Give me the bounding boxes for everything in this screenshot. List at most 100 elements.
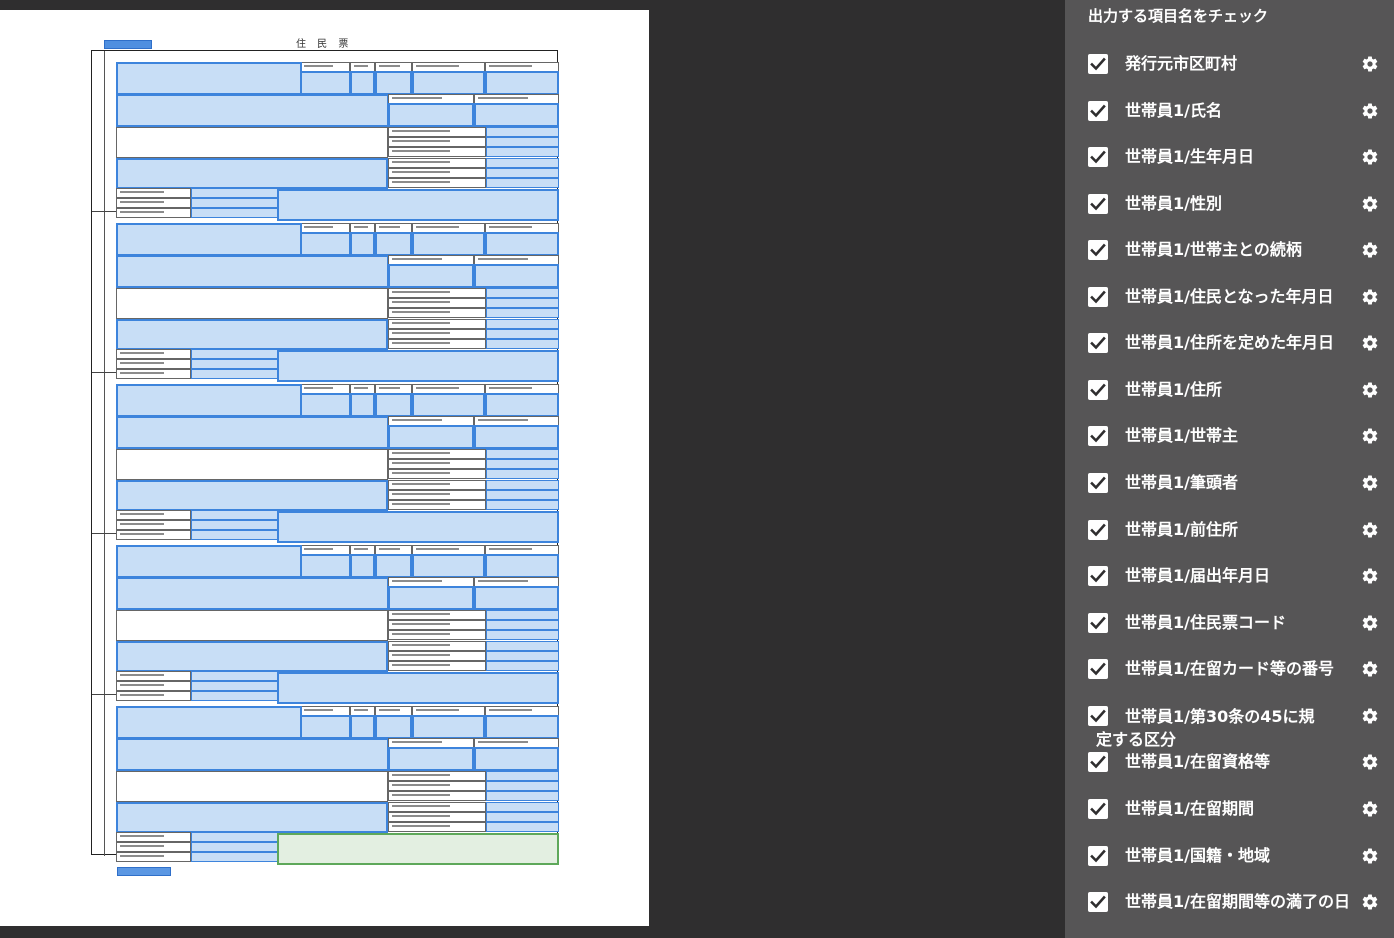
field-item[interactable]: 世帯員1/住民票コード (1065, 613, 1394, 653)
family-head-field[interactable] (474, 425, 559, 449)
small-field[interactable] (486, 137, 559, 147)
address-field[interactable] (116, 416, 389, 449)
field-checkbox[interactable] (1088, 101, 1108, 121)
gender-field[interactable] (350, 715, 375, 739)
field-item[interactable]: 世帯員1/生年月日 (1065, 147, 1394, 187)
field-checkbox[interactable] (1088, 752, 1108, 772)
field-checkbox[interactable] (1088, 799, 1108, 819)
field-checkbox[interactable] (1088, 426, 1108, 446)
prev-address-field[interactable] (116, 158, 388, 189)
gear-icon[interactable] (1361, 614, 1379, 632)
small-field[interactable] (486, 319, 559, 329)
remarks-field[interactable] (277, 350, 559, 382)
family-head-field[interactable] (474, 747, 559, 771)
gender-field[interactable] (350, 232, 375, 256)
field-checkbox[interactable] (1088, 659, 1108, 679)
prev-address-field[interactable] (116, 480, 388, 511)
gear-icon[interactable] (1361, 55, 1379, 73)
field-checkbox[interactable] (1088, 333, 1108, 353)
remarks-field[interactable] (277, 511, 559, 543)
field-item[interactable]: 世帯員1/在留資格等 (1065, 752, 1394, 792)
field-checkbox[interactable] (1088, 892, 1108, 912)
small-field[interactable] (486, 610, 559, 620)
gear-icon[interactable] (1361, 195, 1379, 213)
footer-field-tag[interactable] (117, 867, 171, 876)
gear-icon[interactable] (1361, 753, 1379, 771)
small-field[interactable] (486, 469, 559, 479)
relation-field[interactable] (375, 715, 412, 739)
small-field[interactable] (486, 500, 559, 510)
small-field[interactable] (486, 459, 559, 469)
small-field[interactable] (191, 359, 278, 369)
relation-field[interactable] (375, 71, 412, 95)
resident-date-field[interactable] (412, 554, 485, 578)
resident-date-field[interactable] (412, 393, 485, 417)
name-field[interactable] (116, 62, 302, 95)
field-item[interactable]: 世帯員1/在留期間等の満了の日 (1065, 892, 1394, 932)
relation-field[interactable] (375, 232, 412, 256)
small-field[interactable] (486, 480, 559, 490)
small-field[interactable] (486, 298, 559, 308)
gender-field[interactable] (350, 554, 375, 578)
birthdate-field[interactable] (300, 554, 351, 578)
field-item[interactable]: 世帯員1/住民となった年月日 (1065, 287, 1394, 327)
address-date-field[interactable] (485, 715, 559, 739)
field-item[interactable]: 世帯員1/性別 (1065, 194, 1394, 234)
small-field[interactable] (486, 339, 559, 349)
field-item[interactable]: 世帯員1/在留期間 (1065, 799, 1394, 839)
small-field[interactable] (486, 661, 559, 671)
small-field[interactable] (191, 198, 278, 208)
field-checkbox[interactable] (1088, 846, 1108, 866)
field-checkbox[interactable] (1088, 380, 1108, 400)
small-field[interactable] (486, 802, 559, 812)
small-field[interactable] (191, 832, 278, 842)
header-field-tag[interactable] (104, 40, 152, 49)
address-date-field[interactable] (485, 554, 559, 578)
field-item[interactable]: 世帯員1/在留カード等の番号 (1065, 659, 1394, 699)
field-item[interactable]: 世帯員1/氏名 (1065, 101, 1394, 141)
address-field[interactable] (116, 738, 389, 771)
gear-icon[interactable] (1361, 148, 1379, 166)
prev-address-field[interactable] (116, 641, 388, 672)
small-field[interactable] (191, 349, 278, 359)
field-checkbox[interactable] (1088, 240, 1108, 260)
field-checkbox[interactable] (1088, 613, 1108, 633)
small-field[interactable] (191, 671, 278, 681)
name-field[interactable] (116, 545, 302, 578)
small-field[interactable] (486, 329, 559, 339)
gear-icon[interactable] (1361, 334, 1379, 352)
remarks-field[interactable] (277, 833, 559, 865)
gear-icon[interactable] (1361, 102, 1379, 120)
small-field[interactable] (191, 520, 278, 530)
small-field[interactable] (486, 127, 559, 137)
field-item[interactable]: 世帯員1/第30条の45に規定する区分 (1065, 706, 1394, 749)
address-date-field[interactable] (485, 393, 559, 417)
small-field[interactable] (486, 651, 559, 661)
remarks-field[interactable] (277, 189, 559, 221)
birthdate-field[interactable] (300, 71, 351, 95)
field-item[interactable]: 世帯員1/国籍・地域 (1065, 846, 1394, 886)
name-field[interactable] (116, 384, 302, 417)
gear-icon[interactable] (1361, 427, 1379, 445)
small-field[interactable] (486, 449, 559, 459)
field-item[interactable]: 世帯員1/住所 (1065, 380, 1394, 420)
small-field[interactable] (486, 158, 559, 168)
gear-icon[interactable] (1361, 288, 1379, 306)
family-head-field[interactable] (474, 264, 559, 288)
relation-field[interactable] (375, 393, 412, 417)
birthdate-field[interactable] (300, 715, 351, 739)
resident-date-field[interactable] (412, 232, 485, 256)
prev-address-field[interactable] (116, 802, 388, 833)
address-date-field[interactable] (485, 71, 559, 95)
field-checkbox[interactable] (1088, 566, 1108, 586)
gear-icon[interactable] (1361, 800, 1379, 818)
small-field[interactable] (486, 791, 559, 801)
field-item[interactable]: 世帯員1/筆頭者 (1065, 473, 1394, 513)
small-field[interactable] (486, 147, 559, 157)
field-item[interactable]: 世帯員1/住所を定めた年月日 (1065, 333, 1394, 373)
gear-icon[interactable] (1361, 567, 1379, 585)
birthdate-field[interactable] (300, 232, 351, 256)
gear-icon[interactable] (1361, 474, 1379, 492)
small-field[interactable] (486, 630, 559, 640)
small-field[interactable] (191, 188, 278, 198)
